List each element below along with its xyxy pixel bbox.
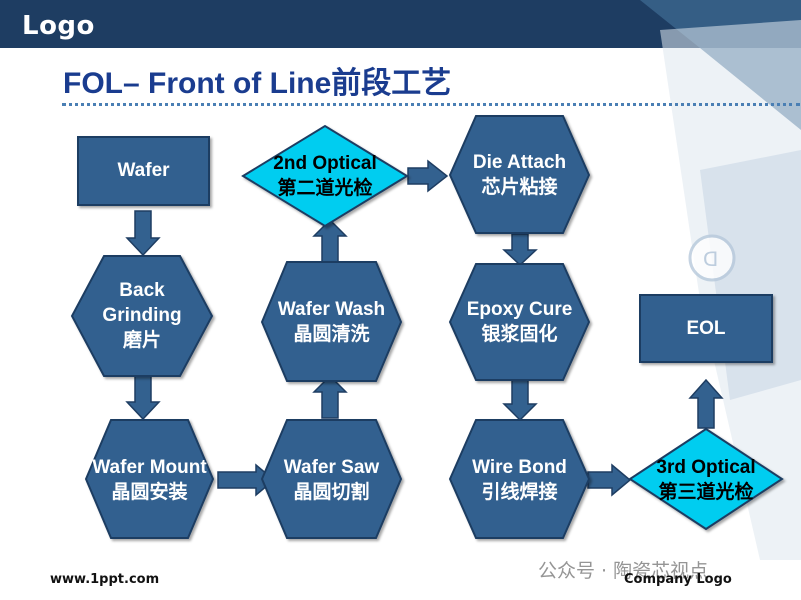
die-attach-line1: Die Attach bbox=[472, 152, 567, 173]
wire-bond-line2: 引线焊接 bbox=[481, 482, 558, 503]
arrow-saw-to-wash bbox=[312, 374, 348, 419]
third-optical-label: 3rd Optical 第三道光检 bbox=[630, 455, 782, 505]
wafer-mount-line1: Wafer Mount bbox=[92, 457, 207, 478]
wire-bond-hexagon bbox=[448, 419, 591, 539]
eol-line1: EOL bbox=[686, 318, 726, 339]
back-grinding-label: Back Grinding 磨片 bbox=[72, 278, 212, 353]
page-title: FOL– Front of Line前段工艺 bbox=[63, 67, 452, 100]
footer-company-logo: Company Logo bbox=[624, 572, 732, 587]
wafer-saw-label: Wafer Saw 晶圆切割 bbox=[262, 455, 401, 505]
arrow-wafer-to-grinding bbox=[125, 210, 161, 257]
die-attach-label: Die Attach 芯片粘接 bbox=[450, 150, 589, 200]
arrow-dieattach-to-epoxy bbox=[502, 233, 538, 267]
wafer-wash-line1: Wafer Wash bbox=[277, 299, 386, 320]
back-grinding-hexagon bbox=[70, 255, 214, 377]
footer-url: www.1ppt.com bbox=[50, 572, 160, 587]
watermark-text: 公众号 · 陶瓷芯视点 bbox=[538, 560, 709, 582]
back-grinding-line3: 磨片 bbox=[122, 330, 161, 351]
wire-bond-label: Wire Bond 引线焊接 bbox=[450, 455, 589, 505]
die-attach-line2: 芯片粘接 bbox=[481, 177, 558, 198]
arrow-wash-to-optical2 bbox=[312, 218, 348, 263]
wafer-label-line1: Wafer bbox=[117, 160, 170, 181]
arrow-grinding-to-mount bbox=[125, 375, 161, 421]
eol-label: EOL bbox=[640, 316, 772, 341]
arrow-epoxy-to-wirebond bbox=[502, 377, 538, 422]
back-grinding-line2: Grinding bbox=[102, 305, 182, 326]
title-divider bbox=[62, 103, 800, 106]
epoxy-cure-hexagon bbox=[448, 263, 591, 381]
wafer-wash-line2: 晶圆清洗 bbox=[293, 324, 370, 345]
epoxy-cure-label: Epoxy Cure 银浆固化 bbox=[450, 297, 589, 347]
wafer-saw-line1: Wafer Saw bbox=[283, 457, 380, 478]
third-optical-line1: 3rd Optical bbox=[656, 457, 756, 478]
wafer-mount-label: Wafer Mount 晶圆安装 bbox=[77, 455, 222, 505]
arrow-optical3-to-eol bbox=[688, 378, 724, 429]
svg-text:ᗡ: ᗡ bbox=[703, 247, 718, 271]
eol-box bbox=[639, 294, 773, 363]
logo-text: Logo bbox=[22, 11, 95, 41]
wafer-mount-line2: 晶圆安装 bbox=[111, 482, 188, 503]
third-optical-line2: 第三道光检 bbox=[658, 482, 754, 503]
wafer-wash-hexagon bbox=[260, 261, 403, 382]
wafer-mount-hexagon bbox=[84, 419, 215, 539]
arrow-optical2-to-dieattach bbox=[407, 159, 449, 193]
back-grinding-line1: Back bbox=[119, 280, 165, 301]
die-attach-hexagon bbox=[448, 115, 591, 234]
wafer-box bbox=[77, 136, 210, 206]
second-optical-line2: 第二道光检 bbox=[277, 178, 373, 199]
second-optical-line1: 2nd Optical bbox=[273, 153, 377, 174]
third-optical-diamond bbox=[628, 427, 784, 531]
wire-bond-line1: Wire Bond bbox=[472, 457, 567, 478]
second-optical-diamond bbox=[241, 124, 409, 228]
epoxy-cure-line1: Epoxy Cure bbox=[466, 299, 573, 320]
second-optical-label: 2nd Optical 第二道光检 bbox=[243, 151, 407, 201]
wafer-label: Wafer bbox=[78, 158, 209, 183]
wafer-saw-line2: 晶圆切割 bbox=[293, 482, 370, 503]
wafer-saw-hexagon bbox=[260, 419, 403, 539]
epoxy-cure-line2: 银浆固化 bbox=[481, 324, 558, 345]
arrow-wirebond-to-optical3 bbox=[587, 463, 632, 497]
wafer-wash-label: Wafer Wash 晶圆清洗 bbox=[262, 297, 401, 347]
